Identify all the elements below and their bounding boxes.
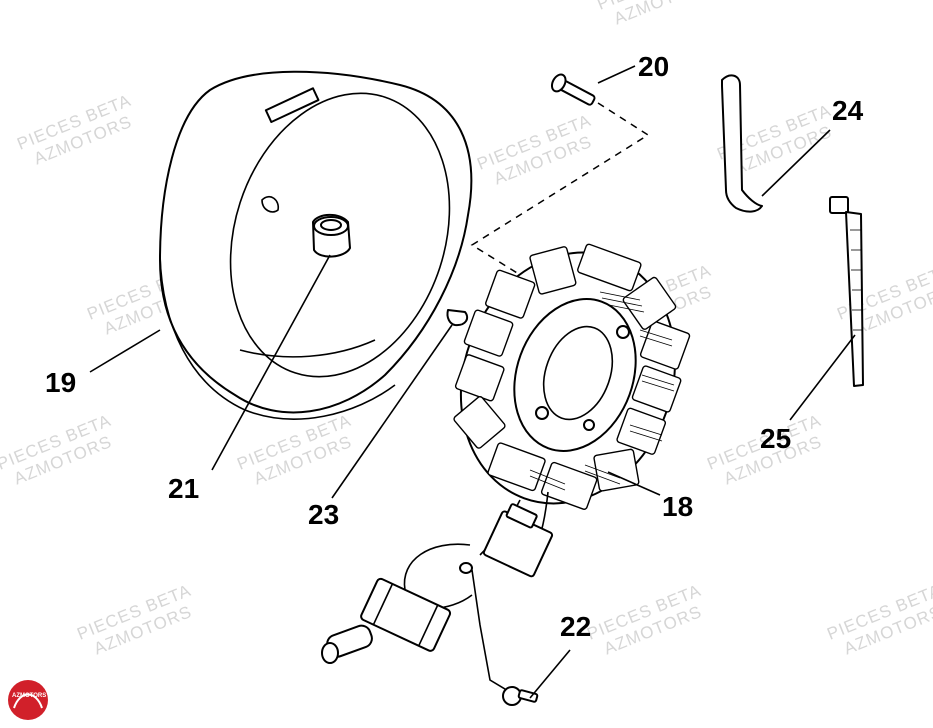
logo-text: AZMOTORS — [12, 693, 46, 699]
stator-wiring — [321, 491, 554, 706]
callout-labels: 19 20 21 22 23 24 25 18 — [45, 51, 864, 642]
woodruff-key — [446, 309, 469, 327]
callout-25: 25 — [760, 423, 791, 454]
callout-19: 19 — [45, 367, 76, 398]
callout-18: 18 — [662, 491, 693, 522]
azmotors-logo: AZMOTORS — [8, 680, 48, 720]
dashed-guide-line — [470, 102, 650, 277]
callout-23: 23 — [308, 499, 339, 530]
callout-20: 20 — [638, 51, 669, 82]
cable-tie — [829, 196, 864, 387]
flywheel-rotor — [159, 70, 473, 420]
callout-21: 21 — [168, 473, 199, 504]
leader-lines — [89, 65, 856, 699]
wire-clip — [721, 74, 763, 213]
logo-badge — [8, 680, 48, 720]
stator-winding-hatch — [529, 291, 675, 491]
screw-part-20 — [550, 73, 596, 106]
stator — [453, 243, 691, 510]
callout-22: 22 — [560, 611, 591, 642]
callout-24: 24 — [832, 95, 864, 126]
watermark-line2: AZMOTORS — [611, 0, 715, 29]
